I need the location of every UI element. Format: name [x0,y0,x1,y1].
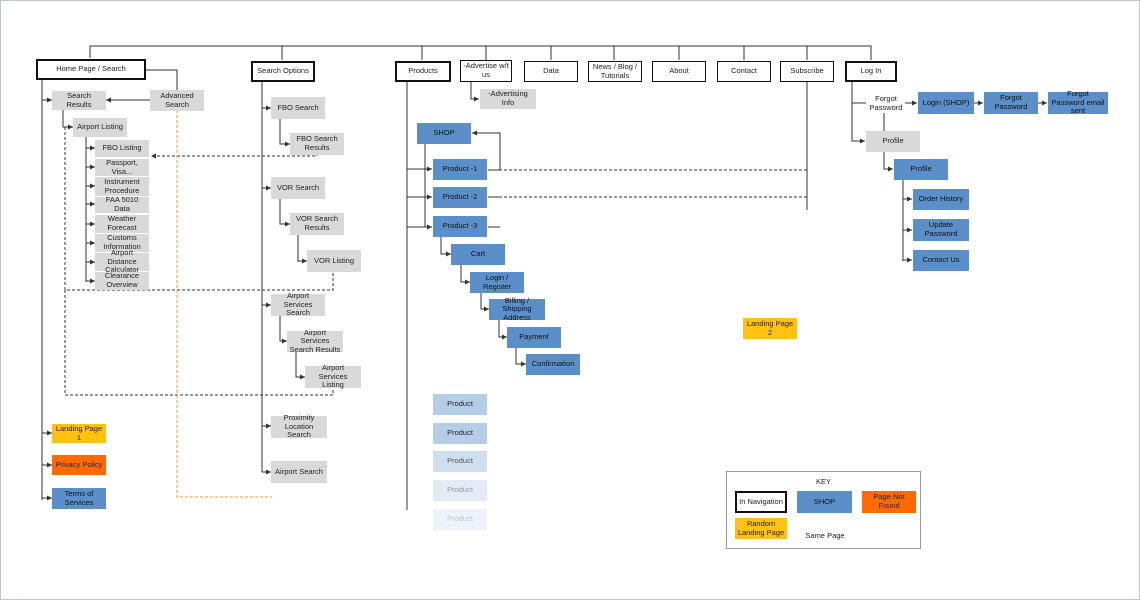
node-clearance[interactable]: Clearance Overview [95,272,149,290]
node-landing-page-2[interactable]: Landing Page 2 [743,318,797,339]
node-profile-gray[interactable]: Profile [866,131,920,152]
nav-login[interactable]: Log In [845,61,897,82]
node-vor-search-results[interactable]: VOR Search Results [290,213,344,235]
node-forgot-password-shop[interactable]: Forgot Password [984,92,1038,114]
legend-same-page: Same Page [805,530,845,540]
nav-news[interactable]: News / Blog / Tutorials [588,61,642,82]
nav-home[interactable]: Home Page / Search [36,59,146,80]
node-order-history[interactable]: Order History [913,189,969,210]
node-customs[interactable]: Customs Information [95,234,149,252]
node-search-results[interactable]: Search Results [52,91,106,110]
node-forgot-password[interactable]: Forgot Password [869,93,903,112]
node-payment[interactable]: Payment [507,327,561,348]
legend-in-navigation: In Navigation [735,491,787,513]
node-product-e[interactable]: Product [433,509,487,530]
legend-title: KEY [815,477,831,486]
nav-products[interactable]: Products [395,61,451,82]
node-weather[interactable]: Weather Forecast [95,215,149,233]
nav-search-options[interactable]: Search Options [251,61,315,82]
node-advanced-search[interactable]: Advanced Search [150,90,204,111]
node-forgot-password-sent[interactable]: Forgot Password email sent [1048,89,1108,115]
node-landing-page-1[interactable]: Landing Page 1 [52,424,106,443]
nav-subscribe[interactable]: Subscribe [780,61,834,82]
node-update-password[interactable]: Update Password [913,219,969,241]
node-product-d[interactable]: Product [433,480,487,501]
node-shop[interactable]: SHOP [417,123,471,144]
nav-advertise[interactable]: -Advertise w/t us [460,60,512,82]
node-login-shop[interactable]: Login (SHOP) [918,92,974,114]
nav-about[interactable]: About [652,61,706,82]
node-vor-search[interactable]: VOR Search [271,177,325,199]
node-cart[interactable]: Cart [451,244,505,265]
node-passport[interactable]: Passport, Visa... [95,158,149,176]
node-billing-shipping[interactable]: Billing / Shipping Address [489,296,545,322]
node-fbo-search-results[interactable]: FBO Search Results [290,133,344,155]
node-airport-listing[interactable]: Airport Listing [73,118,127,137]
legend-shop: SHOP [797,491,852,513]
node-product-b[interactable]: Product [433,423,487,444]
legend-page-not-found: Page Not Found [862,491,916,513]
nav-data[interactable]: Data [524,61,578,82]
node-instrument[interactable]: Instrument Procedure [95,177,149,196]
node-product-a[interactable]: Product [433,394,487,415]
node-contact-us[interactable]: Contact Us [913,250,969,271]
nav-contact[interactable]: Contact [717,61,771,82]
legend-random-landing: Random Landing Page [735,518,787,539]
node-proximity-search[interactable]: Proximity Location Search [271,413,327,439]
node-login-register[interactable]: Login / Register [470,272,524,293]
node-terms[interactable]: Terms of Services [52,488,106,509]
node-airport-search[interactable]: Airport Search [271,461,327,483]
node-faa-data[interactable]: FAA 5010 Data [95,196,149,213]
node-confirmation[interactable]: Confirmation [526,354,580,375]
node-distance-calculator[interactable]: Airport Distance Calculator [95,248,149,274]
node-fbo-listing[interactable]: FBO Listing [95,140,149,157]
node-product-c[interactable]: Product [433,451,487,472]
node-profile-blue[interactable]: Profile [894,159,948,180]
node-fbo-search[interactable]: FBO Search [271,97,325,119]
node-airport-services-listing[interactable]: Airport Services Listing [305,363,361,389]
node-advertising-info[interactable]: -Advertising Info [480,89,536,109]
node-product-3[interactable]: Product -3 [433,216,487,237]
node-vor-listing[interactable]: VOR Listing [307,250,361,272]
node-product-1[interactable]: Product -1 [433,159,487,180]
node-airport-services-search[interactable]: Airport Services Search [271,291,325,317]
node-airport-services-results[interactable]: Airport Services Search Results [287,328,343,354]
node-privacy-policy[interactable]: Privacy Policy [52,455,106,475]
node-product-2[interactable]: Product -2 [433,187,487,208]
